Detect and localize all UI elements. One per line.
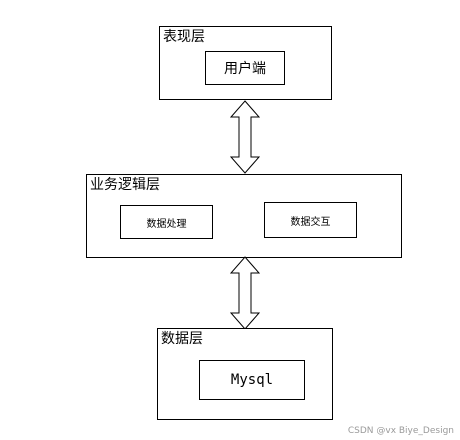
mysql-label: Mysql xyxy=(230,372,274,388)
business-layer-title: 业务逻辑层 xyxy=(90,177,160,193)
client-label: 用户端 xyxy=(224,61,266,77)
client-box: 用户端 xyxy=(205,51,285,85)
presentation-layer-title: 表现层 xyxy=(163,29,205,45)
presentation-layer-box: 表现层 用户端 xyxy=(159,26,332,100)
business-layer-box: 业务逻辑层 数据处理 数据交互 xyxy=(86,174,402,258)
data-interaction-box: 数据交互 xyxy=(264,202,357,238)
data-layer-box: 数据层 Mysql xyxy=(157,328,333,420)
mysql-box: Mysql xyxy=(199,360,305,400)
business-data-double-arrow xyxy=(229,256,261,330)
data-processing-box: 数据处理 xyxy=(120,205,213,239)
presentation-business-double-arrow xyxy=(229,100,261,174)
data-interaction-label: 数据交互 xyxy=(290,216,331,228)
data-processing-label: 数据处理 xyxy=(146,218,187,230)
data-layer-title: 数据层 xyxy=(161,331,203,347)
csdn-watermark: CSDN @vx Biye_Design xyxy=(347,426,454,436)
